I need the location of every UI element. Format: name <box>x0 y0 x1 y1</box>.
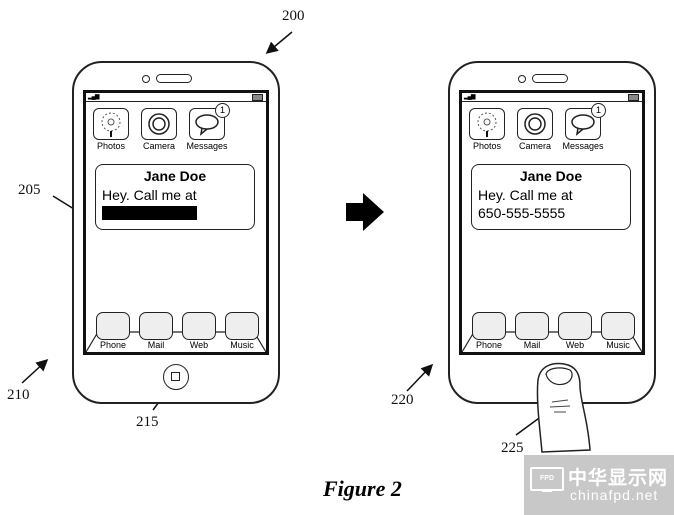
dock-app-phone[interactable]: Phone <box>94 312 132 350</box>
redacted-phone-number <box>102 206 197 220</box>
dock-app-music[interactable]: Music <box>223 312 261 350</box>
web-app-icon <box>558 312 592 340</box>
dock-label: Web <box>189 340 209 350</box>
app-camera[interactable]: Camera <box>515 108 555 151</box>
status-bar: ▂▄▆ <box>86 93 266 102</box>
notification-badge: 1 <box>215 103 230 118</box>
dock-label: Web <box>565 340 585 350</box>
ref-205: 205 <box>18 182 41 198</box>
leader-200 <box>265 31 293 54</box>
app-camera[interactable]: Camera <box>139 108 179 151</box>
messages-icon: 1 <box>565 103 606 140</box>
front-camera-icon <box>518 75 526 83</box>
app-label: Messages <box>186 141 228 151</box>
right-screen: ▂▄▆ Photos Camera 1 Message <box>459 90 645 355</box>
app-row: Photos Camera 1 Messages <box>467 103 606 151</box>
dock-label: Music <box>230 340 254 350</box>
battery-icon <box>252 94 263 101</box>
status-bar: ▂▄▆ <box>462 93 642 102</box>
ref-215: 215 <box>136 414 159 430</box>
dock-shelf <box>462 331 642 352</box>
signal-icon: ▂▄▆ <box>464 94 476 100</box>
phone-app-icon <box>96 312 130 340</box>
dock: Phone Mail Web Music <box>86 308 266 352</box>
dock-label: Mail <box>147 340 165 350</box>
camera-icon <box>517 108 553 140</box>
sender-name: Jane Doe <box>519 168 583 184</box>
app-label: Messages <box>562 141 604 151</box>
revealed-phone-number[interactable]: 650-555-5555 <box>478 205 566 221</box>
leader-210 <box>21 358 49 384</box>
finger-icon <box>536 362 591 453</box>
dock-app-web[interactable]: Web <box>556 312 594 350</box>
signal-icon: ▂▄▆ <box>88 94 100 100</box>
front-camera-icon <box>142 75 150 83</box>
dock-app-web[interactable]: Web <box>180 312 218 350</box>
battery-icon <box>628 94 639 101</box>
home-square-icon <box>171 372 180 381</box>
monitor-icon: FPD <box>530 467 564 491</box>
figure-caption: Figure 2 <box>323 476 402 501</box>
right-arrow-icon <box>346 193 384 231</box>
dock: Phone Mail Web Music <box>462 308 642 352</box>
mail-app-icon <box>139 312 173 340</box>
home-button[interactable] <box>163 364 189 390</box>
dock-app-music[interactable]: Music <box>599 312 637 350</box>
app-messages[interactable]: 1 Messages <box>186 103 230 151</box>
ref-225: 225 <box>501 440 524 456</box>
app-label: Camera <box>142 141 175 151</box>
dock-label: Phone <box>475 340 503 350</box>
ref-220: 220 <box>391 392 414 408</box>
app-label: Photos <box>96 141 126 151</box>
mail-app-icon <box>515 312 549 340</box>
watermark-url: chinafpd.net <box>570 487 659 503</box>
dock-app-mail[interactable]: Mail <box>513 312 551 350</box>
app-row: Photos Camera 1 Messages <box>91 103 230 151</box>
monitor-stand-icon <box>542 490 552 492</box>
watermark: FPD 中华显示网 chinafpd.net <box>524 455 674 515</box>
music-app-icon <box>225 312 259 340</box>
web-app-icon <box>182 312 216 340</box>
notification-badge: 1 <box>591 103 606 118</box>
dock-label: Mail <box>523 340 541 350</box>
watermark-name: 中华显示网 <box>568 468 669 489</box>
app-label: Photos <box>472 141 502 151</box>
ref-200: 200 <box>282 8 305 24</box>
app-photos[interactable]: Photos <box>91 108 131 151</box>
message-notification[interactable]: Jane Doe Hey. Call me at 650-555-5555 <box>471 164 631 230</box>
message-notification[interactable]: Jane Doe Hey. Call me at <box>95 164 255 230</box>
messages-icon: 1 <box>189 103 230 140</box>
app-messages[interactable]: 1 Messages <box>562 103 606 151</box>
dock-label: Phone <box>99 340 127 350</box>
sender-name: Jane Doe <box>143 168 207 184</box>
ref-210: 210 <box>7 387 30 403</box>
dock-shelf <box>86 331 266 352</box>
camera-icon <box>141 108 177 140</box>
right-phone: ▂▄▆ Photos Camera 1 Message <box>448 61 656 404</box>
leader-220 <box>406 363 434 392</box>
dock-label: Music <box>606 340 630 350</box>
speaker-icon <box>532 74 568 83</box>
music-app-icon <box>601 312 635 340</box>
photos-icon <box>93 108 129 140</box>
photos-icon <box>469 108 505 140</box>
message-text: Hey. Call me at <box>478 187 573 203</box>
speaker-icon <box>156 74 192 83</box>
left-screen: ▂▄▆ Photos Camera 1 Message <box>83 90 269 355</box>
dock-app-mail[interactable]: Mail <box>137 312 175 350</box>
phone-app-icon <box>472 312 506 340</box>
app-photos[interactable]: Photos <box>467 108 507 151</box>
dock-app-phone[interactable]: Phone <box>470 312 508 350</box>
app-label: Camera <box>518 141 551 151</box>
left-phone: ▂▄▆ Photos Camera 1 Message <box>72 61 280 404</box>
message-text: Hey. Call me at <box>102 187 197 203</box>
